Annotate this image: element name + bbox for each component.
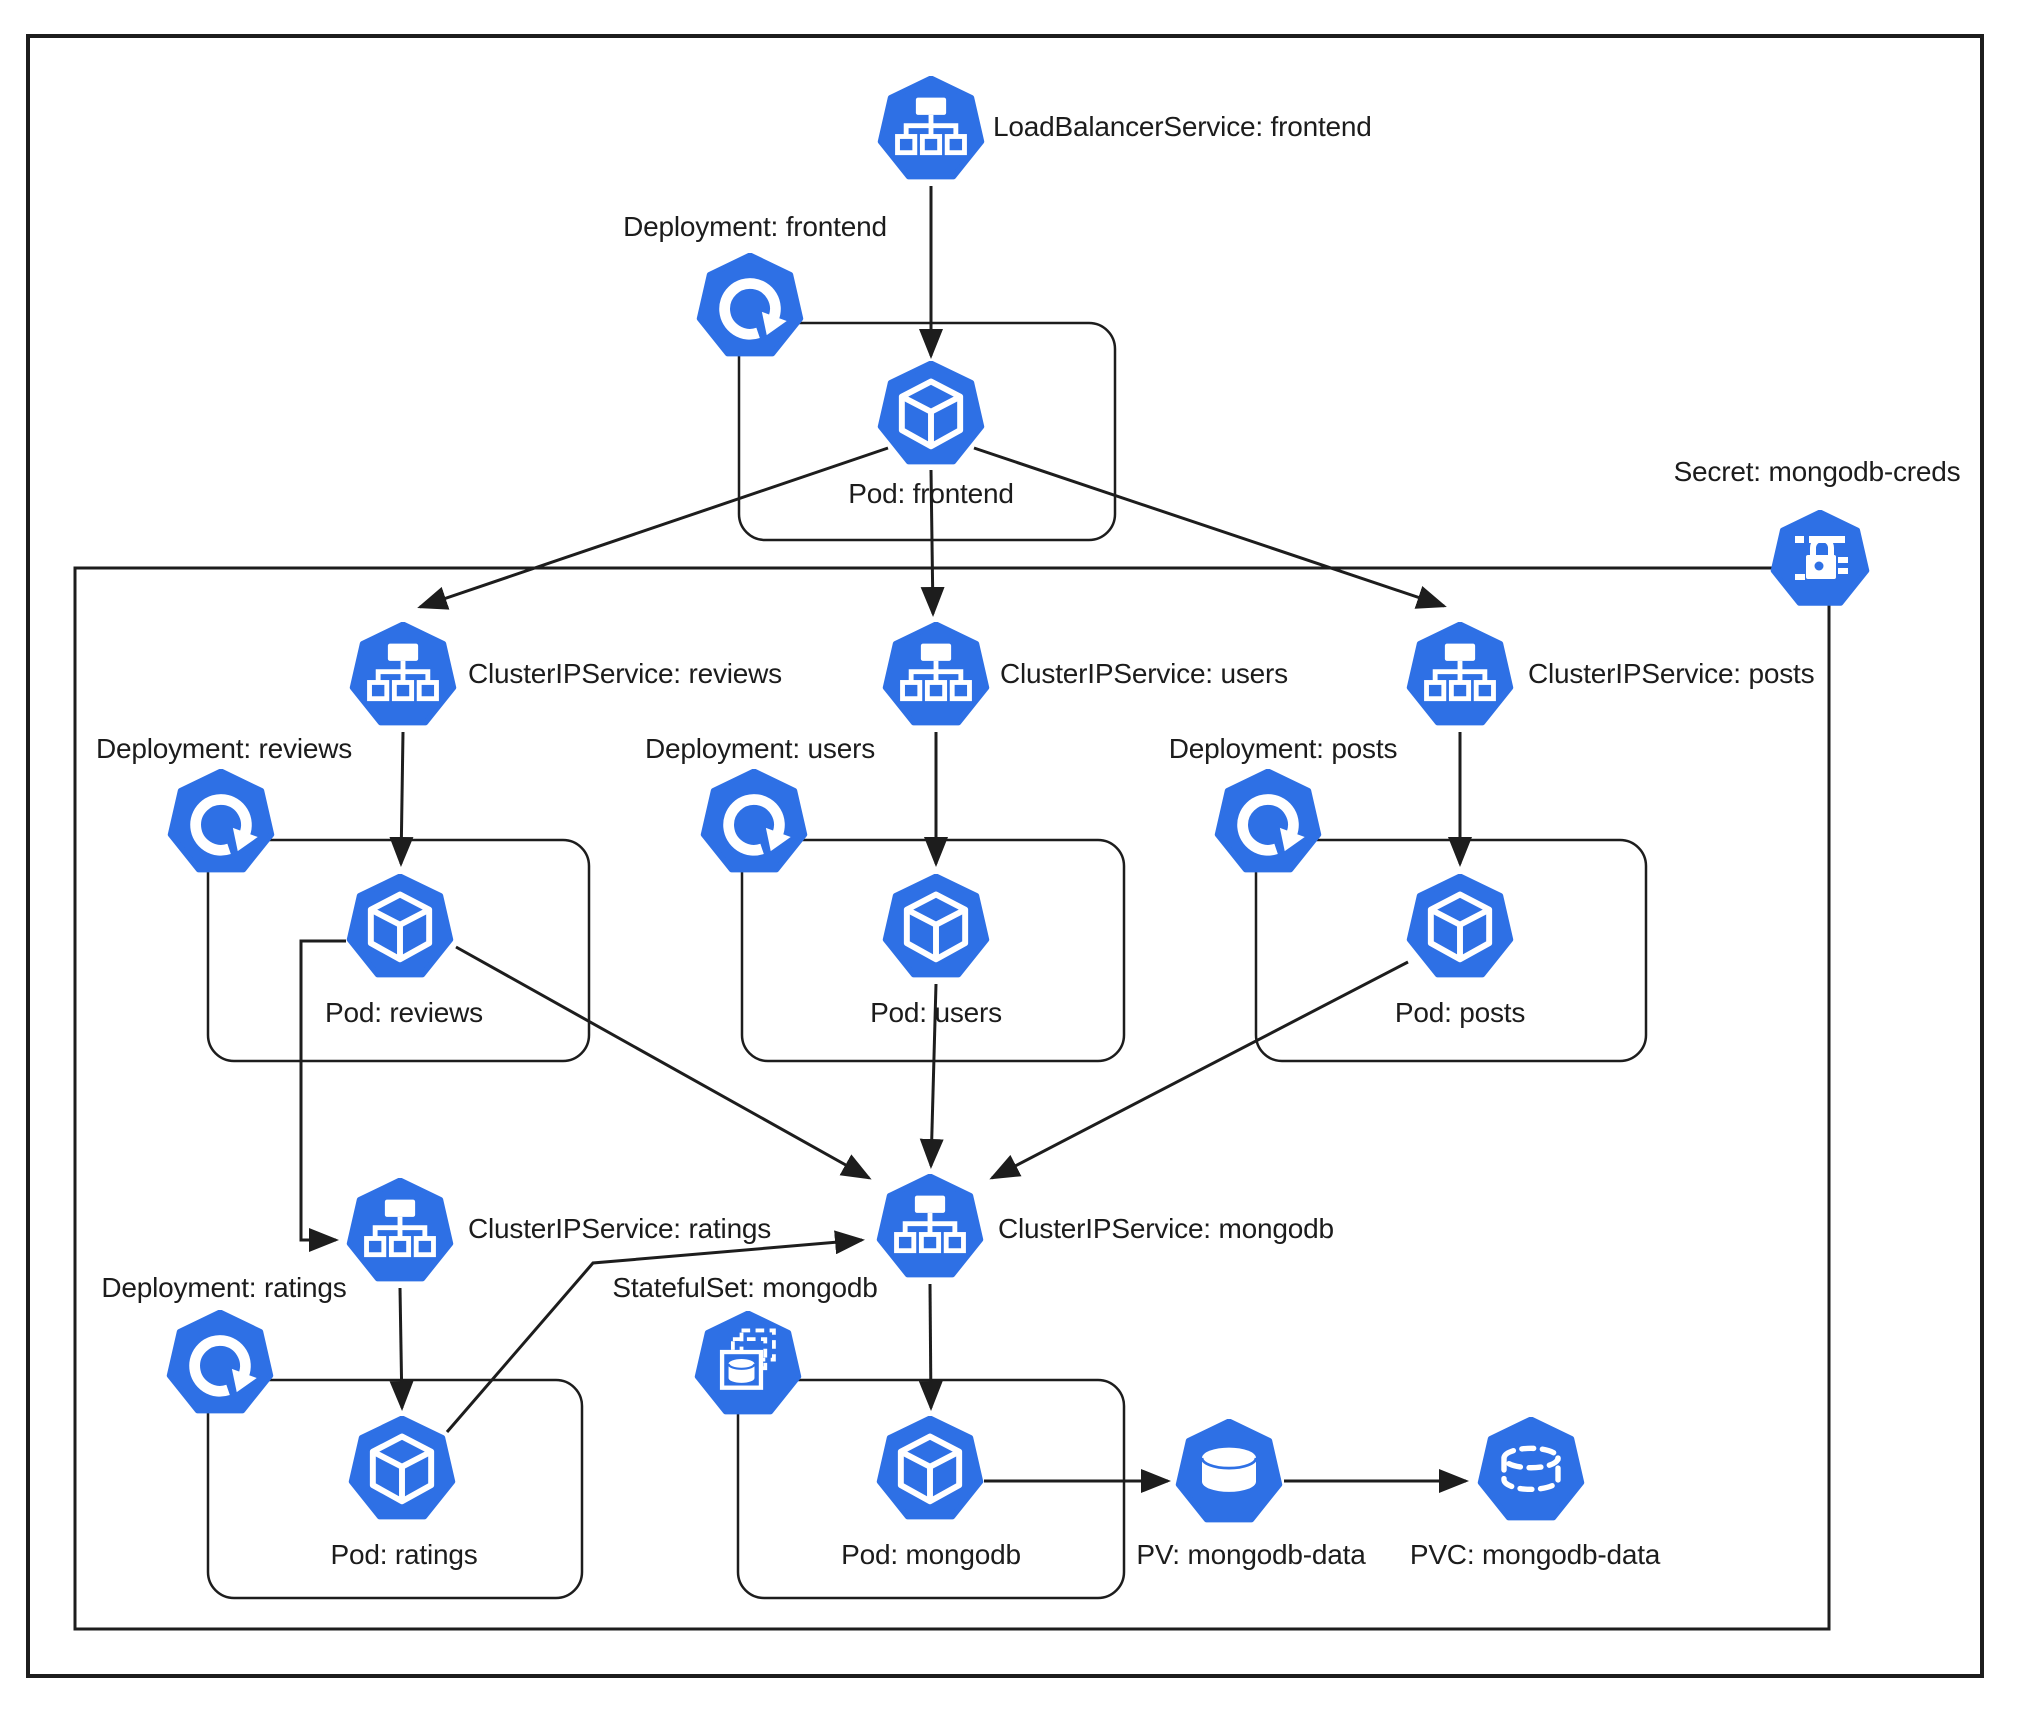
node-svc-mongodb [876,1174,984,1282]
statefulset-icon [694,1311,802,1419]
node-deploy-users [700,769,808,877]
group-box-deployment-frontend [737,321,1117,542]
edge-svc-mongodb-to-pod-mongodb [918,1283,943,1411]
service-icon [349,622,457,730]
pod-icon [1406,874,1514,982]
secret-lock-icon [1770,510,1870,610]
node-pod-users [882,874,990,982]
label-svc-frontend: LoadBalancerService: frontend [993,111,1372,142]
label-pod-ratings: Pod: ratings [330,1539,478,1570]
node-svc-posts [1406,622,1514,730]
node-secret-mongodb-creds [1770,510,1870,610]
service-icon [1406,622,1514,730]
label-deploy-ratings: Deployment: ratings [101,1272,347,1303]
node-pvc-mongodb-data [1477,1417,1585,1525]
label-svc-mongodb: ClusterIPService: mongodb [998,1213,1334,1244]
edge-pod-ratings-to-svc-mongodb [445,1230,865,1433]
label-deploy-users: Deployment: users [644,733,876,764]
node-pod-mongodb [876,1416,984,1524]
label-deploy-reviews: Deployment: reviews [95,733,353,764]
node-svc-frontend [877,76,985,184]
label-svc-reviews: ClusterIPService: reviews [468,658,782,689]
node-pod-ratings [348,1416,456,1524]
label-statefulset-mongodb: StatefulSet: mongodb [612,1272,878,1303]
backend-boundary [73,566,1831,1631]
deployment-icon [696,253,804,361]
label-deploy-frontend: Deployment: frontend [623,211,887,242]
service-icon [877,76,985,184]
edge-pod-reviews-to-svc-ratings [299,939,346,1252]
label-svc-ratings: ClusterIPService: ratings [468,1213,772,1244]
edge-pod-frontend-to-svc-users [920,469,945,617]
persistent-volume-claim-icon [1477,1417,1585,1525]
label-pod-users: Pod: users [870,997,1002,1028]
service-icon [882,622,990,730]
node-svc-ratings [346,1178,454,1286]
outer-frame [26,34,1984,1678]
node-svc-users [882,622,990,730]
edge-pod-users-to-svc-mongodb [919,983,944,1169]
pod-icon [348,1416,456,1524]
label-svc-users: ClusterIPService: users [1000,658,1288,689]
label-pod-mongodb: Pod: mongodb [841,1539,1021,1570]
node-pod-frontend [877,361,985,469]
node-deploy-reviews [167,769,275,877]
pod-icon [346,874,454,982]
edge-pod-frontend-to-svc-posts [973,446,1447,609]
edge-pod-posts-to-svc-mongodb [989,960,1409,1180]
node-pod-reviews [346,874,454,982]
edge-pod-frontend-to-svc-reviews [417,446,889,610]
label-deploy-posts: Deployment: posts [1168,733,1398,764]
service-icon [346,1178,454,1286]
edge-pod-reviews-to-svc-mongodb [455,945,872,1180]
node-svc-reviews [349,622,457,730]
group-box-deployment-ratings [206,1378,584,1600]
node-pod-posts [1406,874,1514,982]
deployment-icon [700,769,808,877]
node-deploy-frontend [696,253,804,361]
deployment-icon [1214,769,1322,877]
label-pod-posts: Pod: posts [1394,997,1526,1028]
node-deploy-ratings [166,1310,274,1418]
label-pod-frontend: Pod: frontend [848,478,1014,509]
label-pvc-mongodb-data: PVC: mongodb-data [1409,1539,1661,1570]
persistent-volume-icon [1175,1419,1283,1527]
label-svc-posts: ClusterIPService: posts [1528,658,1815,689]
node-deploy-posts [1214,769,1322,877]
service-icon [876,1174,984,1282]
edge-svc-reviews-to-pod-reviews [389,731,414,867]
deployment-icon [167,769,275,877]
node-statefulset-mongodb [694,1311,802,1419]
pod-icon [877,361,985,469]
pod-icon [876,1416,984,1524]
deployment-icon [166,1310,274,1418]
label-pod-reviews: Pod: reviews [325,997,483,1028]
pod-icon [882,874,990,982]
label-pv-mongodb-data: PV: mongodb-data [1136,1539,1366,1570]
edge-svc-ratings-to-pod-ratings [389,1287,414,1411]
label-secret-mongodb-creds: Secret: mongodb-creds [1673,456,1961,487]
node-pv-mongodb-data [1175,1419,1283,1527]
